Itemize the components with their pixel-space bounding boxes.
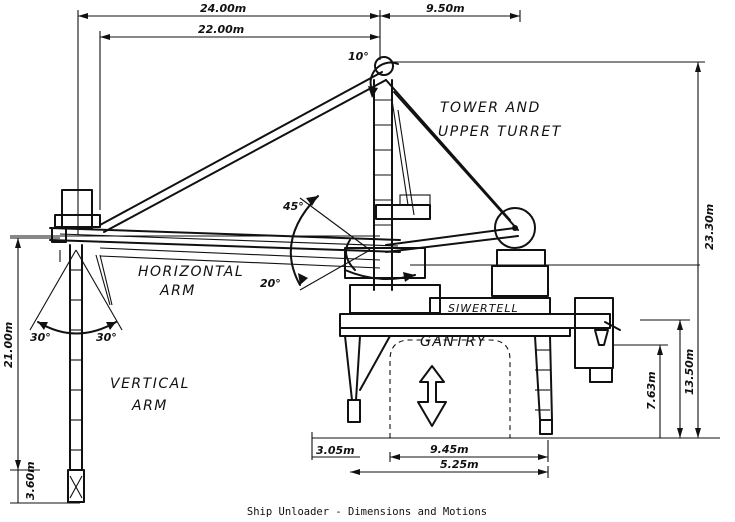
dim-21-00: 21.00m <box>2 322 15 368</box>
counterweight <box>491 207 549 297</box>
luffing-motion <box>289 195 416 291</box>
dim-3-05: 3.05m <box>316 444 355 457</box>
dim-23-30: 23.30m <box>703 204 716 250</box>
angle-30-right: 30° <box>96 331 117 344</box>
angle-30-left: 30° <box>30 331 51 344</box>
vertical-arm-label-line2: ARM <box>131 398 168 414</box>
gantry-label: GANTRY <box>420 334 487 350</box>
angle-labels: 10° 45° 20° 30° 30° <box>30 50 369 344</box>
component-labels: TOWER AND UPPER TURRET HORIZONTAL ARM VE… <box>110 100 562 414</box>
vertical-arm <box>29 189 123 503</box>
gantry <box>339 297 621 438</box>
dim-5-25: 5.25m <box>440 458 479 471</box>
horizontal-arm <box>49 227 401 269</box>
angle-20: 20° <box>260 277 281 290</box>
dim-7-63: 7.63m <box>645 371 658 410</box>
angle-45: 45° <box>282 200 304 213</box>
dimension-labels: 24.00m 9.50m 22.00m 23.30m 21.00m 3.60m … <box>2 2 716 500</box>
dim-3-60: 3.60m <box>24 461 37 500</box>
dim-9-50: 9.50m <box>426 2 465 15</box>
tower-label-line2: UPPER TURRET <box>438 124 562 140</box>
horizontal-arm-label-line1: HORIZONTAL <box>138 264 244 280</box>
boom-tie <box>99 71 519 253</box>
dim-13-50: 13.50m <box>683 349 696 395</box>
horizontal-arm-label-line2: ARM <box>159 283 196 299</box>
dim-24-00: 24.00m <box>200 2 246 15</box>
brand-label: SIWERTELL <box>448 302 519 315</box>
tower <box>344 56 441 314</box>
tower-label-line1: TOWER AND <box>440 100 541 116</box>
vertical-arm-label-line1: VERTICAL <box>110 376 190 392</box>
dim-22-00: 22.00m <box>198 23 244 36</box>
figure-caption: Ship Unloader - Dimensions and Motions <box>247 506 487 518</box>
dim-9-45: 9.45m <box>430 443 469 456</box>
angle-10: 10° <box>348 50 369 63</box>
